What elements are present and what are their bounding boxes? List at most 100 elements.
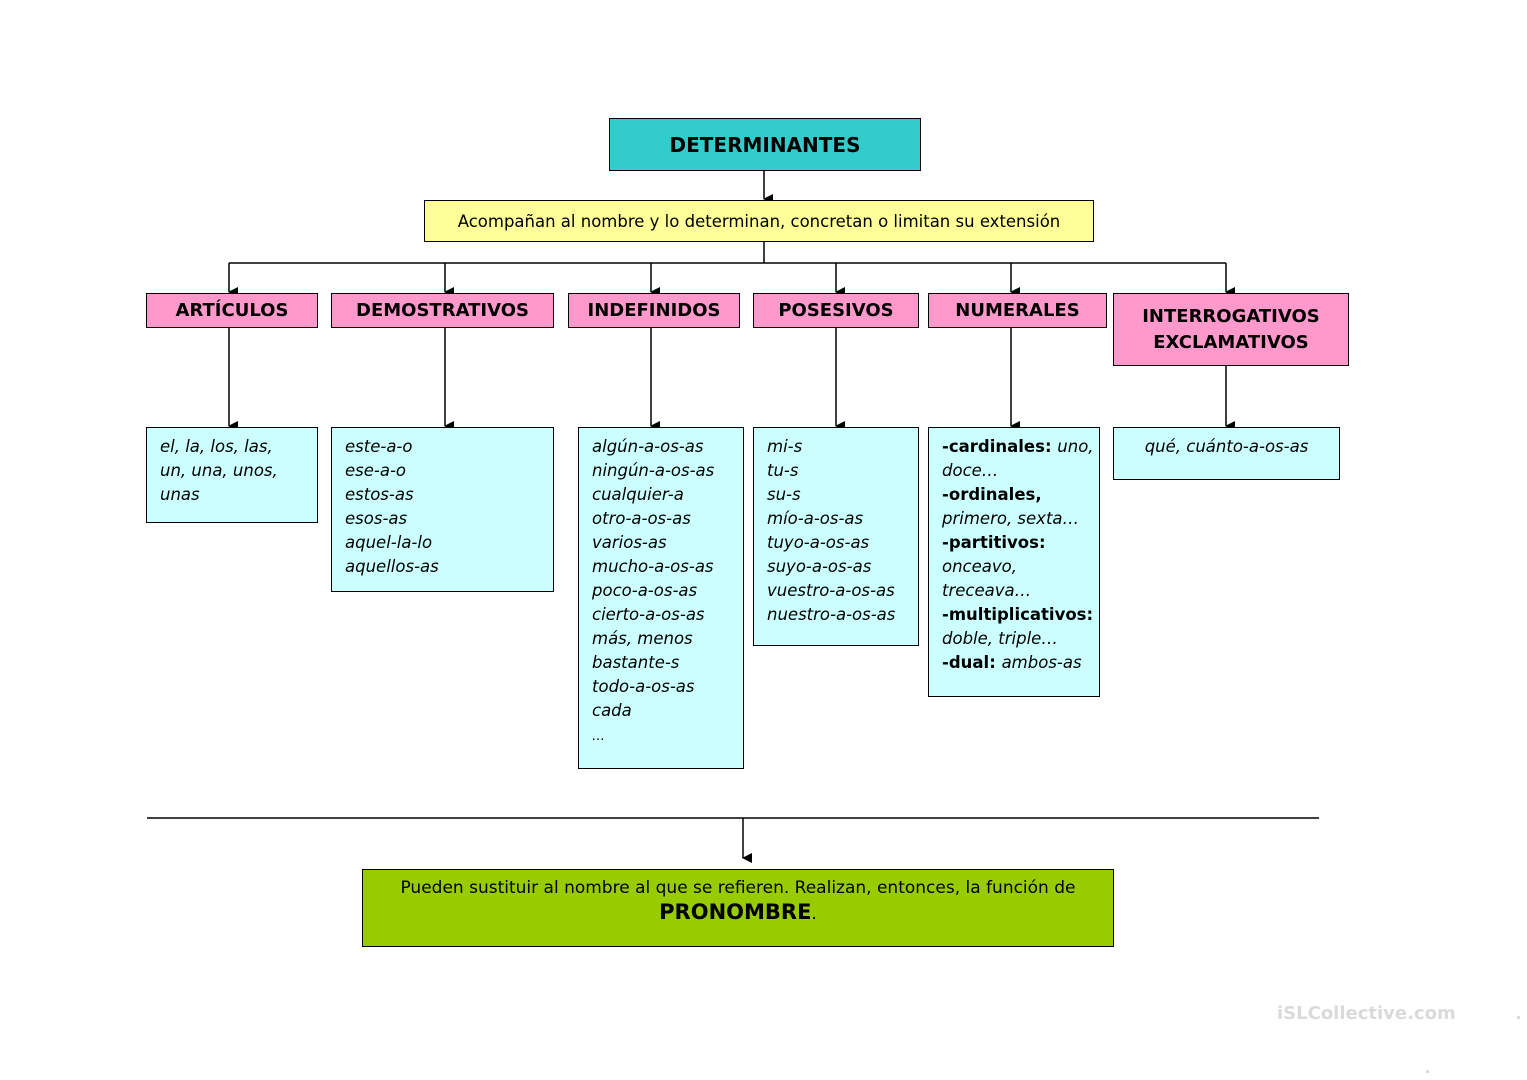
list-item: nuestro-a-os-as [767, 603, 906, 627]
list-item-text: - [942, 605, 949, 624]
list-item-text: este-a-o [345, 437, 413, 456]
list-item-text: mi-s [767, 437, 803, 456]
list-item-text: mío-a-os-as [767, 509, 864, 528]
watermark-dot [1517, 1016, 1520, 1019]
list-item: más, menos [592, 627, 731, 651]
root-label: DETERMINANTES [669, 132, 861, 157]
list-item: aquel-la-lo [345, 531, 541, 555]
list-item: -cardinales: uno, [942, 435, 1094, 459]
list-item-text: - [942, 485, 949, 504]
conclusion-text: Pueden sustituir al nombre al que se ref… [400, 878, 1076, 898]
list-item-text: aquellos-as [345, 557, 439, 576]
list-demostrativos: este-a-o ese-a-o estos-as esos-as aquel-la-l… [331, 427, 554, 592]
list-item: mucho-a-os-as [592, 555, 731, 579]
list-item: treceava… [942, 579, 1087, 603]
list-item-text: ese-a-o [345, 461, 407, 480]
list-indefinidos: algún-a-os-as ningún-a-os-as cualquier-a ot… [578, 427, 744, 769]
category-label-line: INDEFINIDOS [587, 299, 721, 321]
list-item: tu-s [767, 459, 906, 483]
list-item: vuestro-a-os-as [767, 579, 906, 603]
list-item: este-a-o [345, 435, 541, 459]
list-item: cualquier-a [592, 483, 731, 507]
category-label: DEMOSTRATIVOS [356, 298, 529, 324]
list-item: aquellos-as [345, 555, 541, 579]
list-item-text: dual [948, 653, 990, 672]
list-item: doce… [942, 459, 1087, 483]
list-item-text: - [942, 653, 949, 672]
category-label: NUMERALES [955, 298, 1079, 324]
list-item: su-s [767, 483, 906, 507]
list-item: mío-a-os-as [767, 507, 906, 531]
list-item-text: - [942, 437, 949, 456]
list-item-text: primero, sexta… [942, 509, 1080, 528]
list-item-text: mucho-a-os-as [592, 557, 714, 576]
list-item: bastante-s [592, 651, 731, 675]
list-item-text: cierto-a-os-as [592, 605, 705, 624]
list-item-text: onceavo, [942, 557, 1017, 576]
list-item-text: tuyo-a-os-as [767, 533, 870, 552]
list-item-text: cardinales [948, 437, 1045, 456]
list-item-text: ambos-as [1001, 653, 1082, 672]
list-item: -partitivos: [942, 531, 1087, 555]
list-item: primero, sexta… [942, 507, 1087, 531]
watermark: iSLCollective.com [1277, 1003, 1456, 1024]
list-item-text: - [942, 533, 949, 552]
list-item-text: tu-s [767, 461, 799, 480]
list-item-text: el, la, los, las, [160, 437, 273, 456]
list-item: suyo-a-os-as [767, 555, 906, 579]
list-item-text: estos-as [345, 485, 414, 504]
category-posesivos: POSESIVOS [753, 293, 919, 328]
category-label-line: POSESIVOS [778, 299, 894, 321]
list-item-text: cualquier-a [592, 485, 684, 504]
list-item: -multiplicativos: [942, 603, 1093, 627]
category-numerales: NUMERALES [928, 293, 1107, 328]
conclusion-keyword: PRONOMBRE [659, 900, 812, 924]
list-item-text: unas [160, 485, 200, 504]
list-item-text: ningún-a-os-as [592, 461, 715, 480]
list-item: varios-as [592, 531, 731, 555]
list-item: un, una, unos, [160, 459, 305, 483]
category-label-line: DEMOSTRATIVOS [356, 299, 529, 321]
list-item: esos-as [345, 507, 541, 531]
category-label: ARTÍCULOS [176, 298, 289, 324]
conclusion-suffix: . [811, 904, 817, 924]
list-item-text: nuestro-a-os-as [767, 605, 896, 624]
list-item: onceavo, [942, 555, 1087, 579]
conclusion-keyword-line: PRONOMBRE. [363, 900, 1113, 924]
list-item: estos-as [345, 483, 541, 507]
list-item-text: … [592, 729, 605, 744]
category-demostrativos: DEMOSTRATIVOS [331, 293, 554, 328]
list-item-text: otro-a-os-as [592, 509, 691, 528]
list-item-text: varios-as [592, 533, 667, 552]
list-item-text: algún-a-os-as [592, 437, 704, 456]
list-numerales: -cardinales: uno,doce…-ordinales,primero… [928, 427, 1100, 697]
list-item-text: cada [592, 701, 632, 720]
list-item-text: treceava… [942, 581, 1032, 600]
list-item: ese-a-o [345, 459, 541, 483]
category-label-line: ARTÍCULOS [175, 299, 289, 321]
list-item-text: , [1035, 485, 1042, 504]
list-item: tuyo-a-os-as [767, 531, 906, 555]
list-item-text: partitivos [948, 533, 1039, 552]
list-item: qué, cuánto-a-os-as [1114, 435, 1339, 459]
list-item-text: vuestro-a-os-as [767, 581, 895, 600]
list-item-text: más, menos [592, 629, 693, 648]
list-item: otro-a-os-as [592, 507, 731, 531]
list-item-text: esos-as [345, 509, 408, 528]
list-item-text: doble, triple… [942, 629, 1058, 648]
list-item: unas [160, 483, 305, 507]
list-item: el, la, los, las, [160, 435, 305, 459]
category-indefinidos: INDEFINIDOS [568, 293, 740, 328]
list-item-text: suyo-a-os-as [767, 557, 872, 576]
list-item-text: ordinales [948, 485, 1036, 504]
list-item-text: multiplicativos [948, 605, 1087, 624]
list-item: -dual: ambos-as [942, 651, 1087, 675]
list-item-text: : [1038, 533, 1046, 552]
list-item-text: poco-a-os-as [592, 581, 698, 600]
list-item: ningún-a-os-as [592, 459, 731, 483]
list-item-text: bastante-s [592, 653, 680, 672]
list-posesivos: mi-s tu-s su-s mío-a-os-as tuyo-a-os-as suyo-… [753, 427, 919, 646]
